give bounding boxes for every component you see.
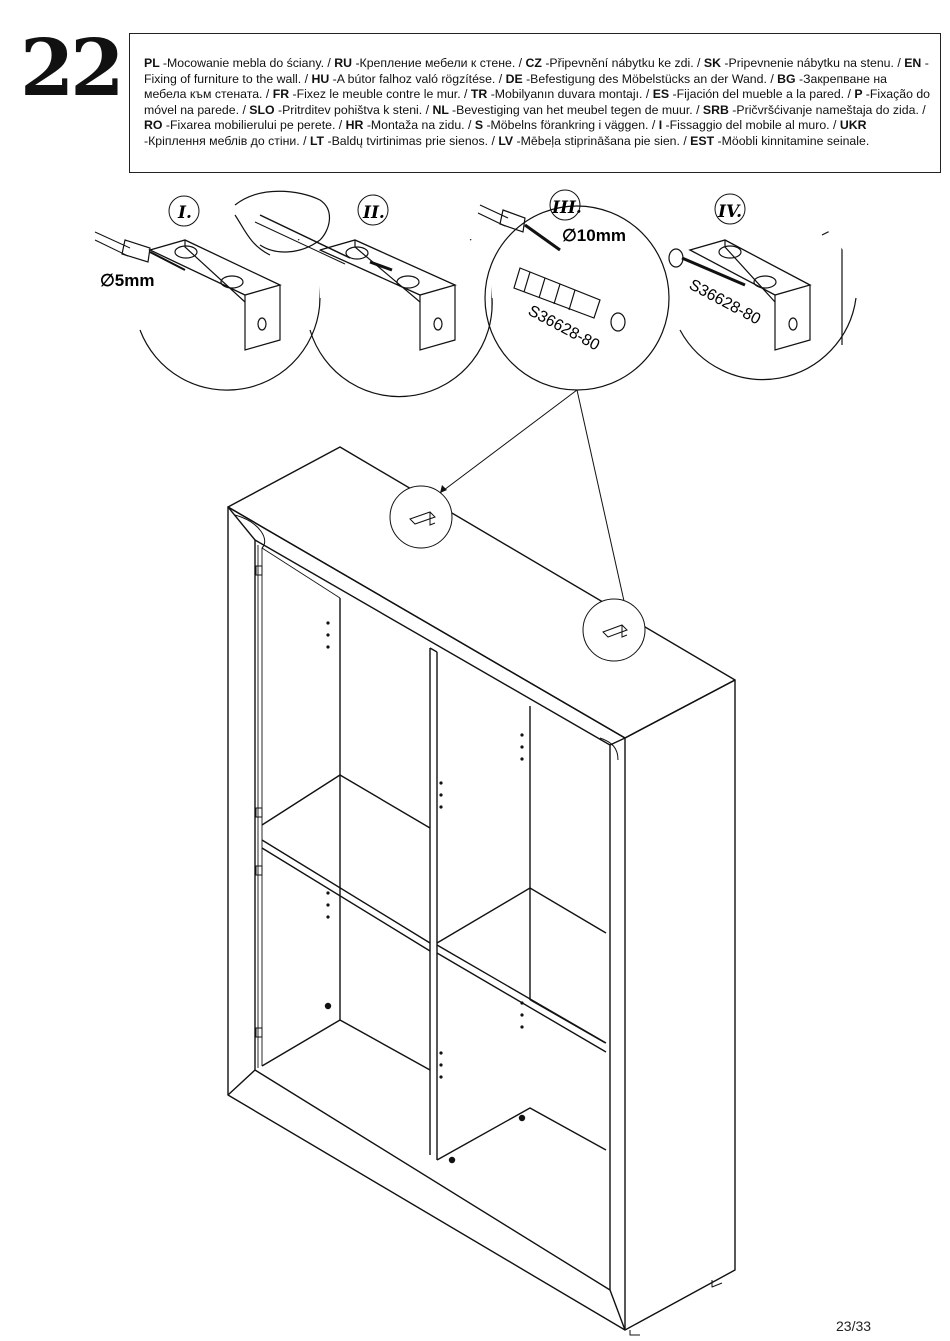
instruction-text: -Закрепване на мебела към стената. <box>144 71 888 102</box>
step-label-4: IV. <box>717 202 742 222</box>
language-code: PL <box>144 56 163 70</box>
cabinet <box>227 446 736 1336</box>
language-code: FR <box>272 87 293 102</box>
detail-circle-4 <box>668 224 857 381</box>
pointer-lines <box>439 389 627 611</box>
language-code: HR <box>345 118 367 133</box>
drill-size-10mm: ∅10mm <box>562 226 626 245</box>
language-code: RU <box>334 56 356 70</box>
instruction-text: -Fixing of furniture to the wall. <box>144 56 929 86</box>
instruction-text: -Pripevnenie nábytku na stenu. <box>724 56 894 70</box>
instruction-text: -Fijación del mueble a la pared. <box>672 87 845 102</box>
instruction-text: -Baldų tvirtinimas prie sienos. <box>327 133 489 148</box>
language-code: EST <box>690 133 718 148</box>
step-label-3: III. <box>551 198 582 218</box>
hinges <box>255 565 263 1038</box>
instruction-text: -A bútor falhoz való rögzítése. <box>332 71 496 86</box>
shelf-pin-holes <box>324 621 526 1164</box>
language-code: TR <box>470 87 491 102</box>
instruction-text: -Pričvršćivanje nameštaja do zida. <box>732 102 919 117</box>
instruction-text: -Möobli kinnitamine seinale. <box>717 133 870 148</box>
drill-size-5mm: ∅5mm <box>100 271 155 290</box>
instruction-text: -Mēbeļa stiprināšana pie sien. <box>516 133 680 148</box>
bracket-callout-left <box>389 485 453 549</box>
language-code: P <box>854 87 866 102</box>
language-code: LT <box>309 133 328 148</box>
language-code: LV <box>498 133 517 148</box>
instruction-text: -Mobilyanın duvara montajı. <box>490 87 643 102</box>
instructions-box: PL -Mocowanie mebla do ściany. / RU -Кре… <box>129 33 941 173</box>
language-code: CZ <box>525 56 546 70</box>
instruction-text: -Möbelns förankring i väggen. <box>486 118 649 133</box>
step-label-1: I. <box>177 203 192 223</box>
language-code: UKR <box>839 118 867 133</box>
instruction-text: -Fixez le meuble contre le mur. <box>292 87 461 102</box>
language-code: SRB <box>702 102 733 117</box>
arrow-head <box>440 485 447 493</box>
language-code: I <box>658 118 666 133</box>
instruction-text: -Fissaggio del mobile al muro. <box>665 118 830 133</box>
language-code: HU <box>311 71 333 86</box>
language-code: BG <box>777 71 800 86</box>
language-code: SK <box>703 56 725 70</box>
detail-circle-2 <box>234 190 493 398</box>
dowel-part-code: S36628-80 <box>525 303 602 355</box>
language-code: SLO <box>249 102 278 117</box>
instruction-text: -Крепление мебели к стене. <box>355 56 516 70</box>
instruction-text: -Fixarea mobilierului pe perete. <box>165 118 336 133</box>
language-code: DE <box>505 71 527 86</box>
instruction-text: -Кріплення меблів до стіни. <box>144 133 300 148</box>
language-code: RO <box>144 118 166 133</box>
language-code: NL <box>432 102 453 117</box>
instruction-text: -Pritrditev pohištva k steni. <box>277 102 423 117</box>
language-code: S <box>474 118 487 133</box>
step-label-2: II. <box>362 203 385 223</box>
instruction-text: -Montaža na zidu. <box>366 118 465 133</box>
screw-part-code: S36628-80 <box>686 277 763 329</box>
instruction-text: -Fixação do móvel na parede. <box>144 87 931 117</box>
page-number: 23/33 <box>836 1318 872 1334</box>
step-number: 22 <box>20 23 125 114</box>
instruction-text: -Befestigung des Möbelstücks an der Wand… <box>526 71 767 86</box>
instruction-text: -Mocowanie mebla do ściany. <box>162 56 324 70</box>
instructions-text: PL -Mocowanie mebla do ściany. / RU -Кре… <box>144 56 931 148</box>
bracket-callout-right <box>582 598 646 662</box>
instruction-text: -Připevnění nábytku ke zdi. <box>545 56 694 70</box>
detail-circle-1 <box>94 229 321 391</box>
language-code: ES <box>652 87 673 102</box>
instruction-text: -Bevestiging van het meubel tegen de muu… <box>452 102 693 117</box>
language-code: EN <box>904 56 925 70</box>
